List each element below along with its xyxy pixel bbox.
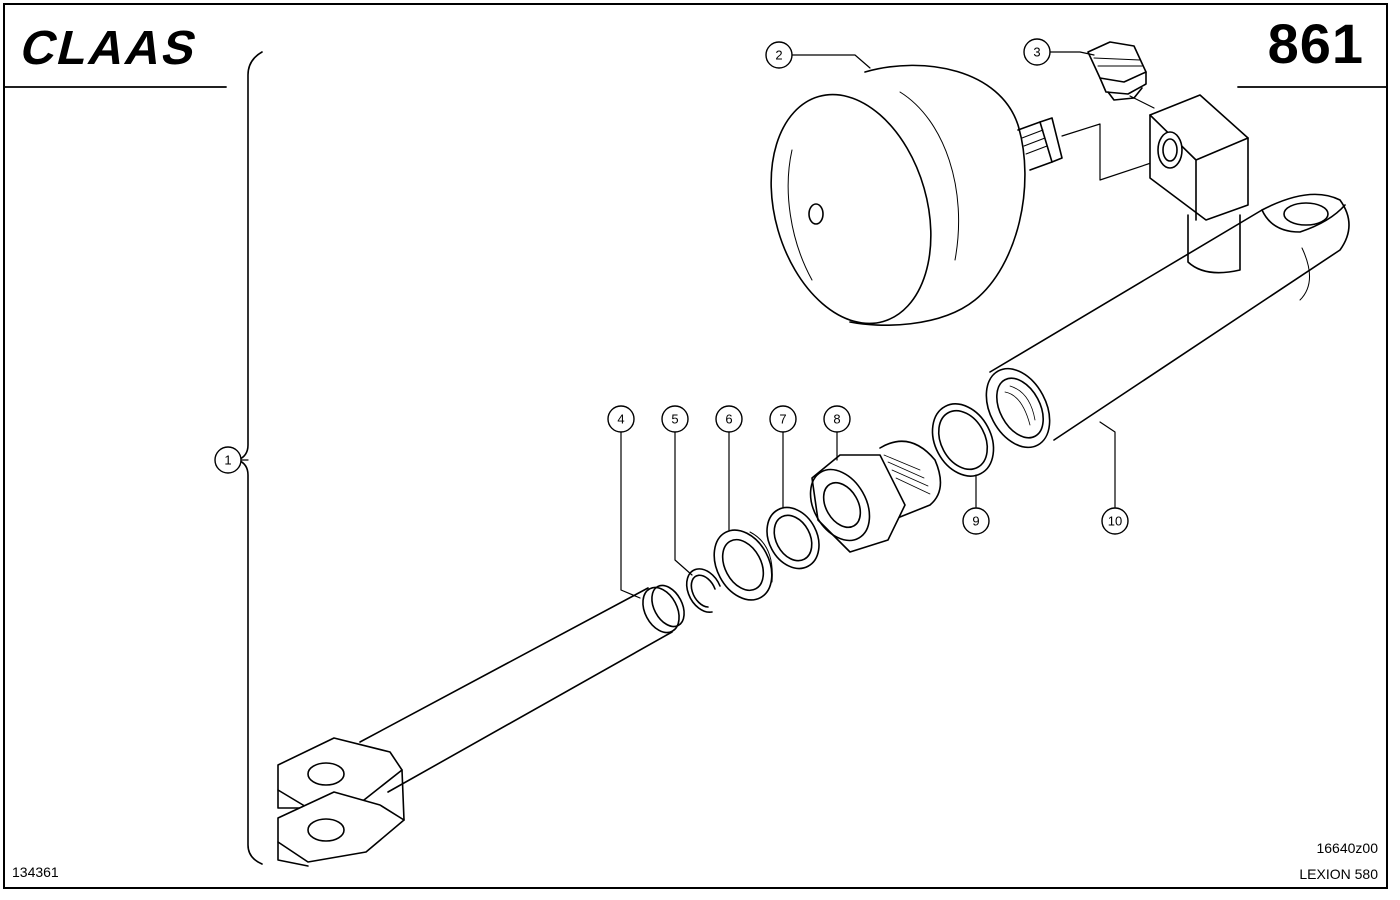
callout-circle	[214, 446, 242, 474]
callout-number: 6	[725, 412, 732, 427]
callout-number: 1	[224, 453, 231, 468]
callout-circle	[765, 41, 793, 69]
callout-number: 5	[671, 412, 678, 427]
piston-rod	[359, 584, 685, 793]
gland-nut	[809, 440, 942, 553]
cylinder-barrel	[985, 193, 1350, 449]
callout-circle	[769, 405, 797, 433]
leader-lines	[240, 51, 1116, 599]
connector-line	[1061, 123, 1155, 181]
seal	[713, 529, 773, 601]
page-frame	[3, 3, 1388, 889]
callout-ring: 7	[769, 405, 797, 433]
callout-seal: 6	[715, 405, 743, 433]
o-ring	[931, 403, 995, 477]
callout-number: 4	[617, 412, 624, 427]
clevis	[277, 737, 405, 867]
fitting	[1087, 41, 1155, 109]
page-number: 861	[1267, 12, 1364, 75]
callout-number: 2	[775, 48, 782, 63]
accumulator	[770, 64, 1063, 326]
callout-assembly: 1	[214, 446, 242, 474]
callout-number: 7	[779, 412, 786, 427]
callout-circle	[1023, 38, 1051, 66]
callout-o-ring: 9	[962, 507, 990, 535]
callout-circle	[823, 405, 851, 433]
claas-logo: CLAAS	[15, 24, 204, 70]
callout-circle	[607, 405, 635, 433]
callout-circle	[715, 405, 743, 433]
callout-number: 8	[833, 412, 840, 427]
callout-circle	[1101, 507, 1129, 535]
callout-number: 3	[1033, 45, 1040, 60]
callout-circle	[661, 405, 689, 433]
logo-text: CLAAS	[15, 24, 204, 70]
callout-number: 10	[1108, 514, 1122, 529]
cylinder-head-block	[1149, 94, 1249, 274]
callout-piston-rod: 4	[607, 405, 635, 433]
model-name: LEXION 580	[1299, 866, 1378, 882]
figure-reference: 16640z00	[1316, 840, 1378, 856]
callout-gland-nut: 8	[823, 405, 851, 433]
callout-accumulator: 2	[765, 41, 793, 69]
ring	[766, 506, 820, 570]
callout-circle	[962, 507, 990, 535]
snap-ring	[685, 568, 721, 613]
drawing-number: 134361	[12, 864, 59, 880]
callout-fitting: 3	[1023, 38, 1051, 66]
callout-cylinder-barrel: 10	[1101, 507, 1129, 535]
callout-snap-ring: 5	[661, 405, 689, 433]
callout-number: 9	[972, 514, 979, 529]
